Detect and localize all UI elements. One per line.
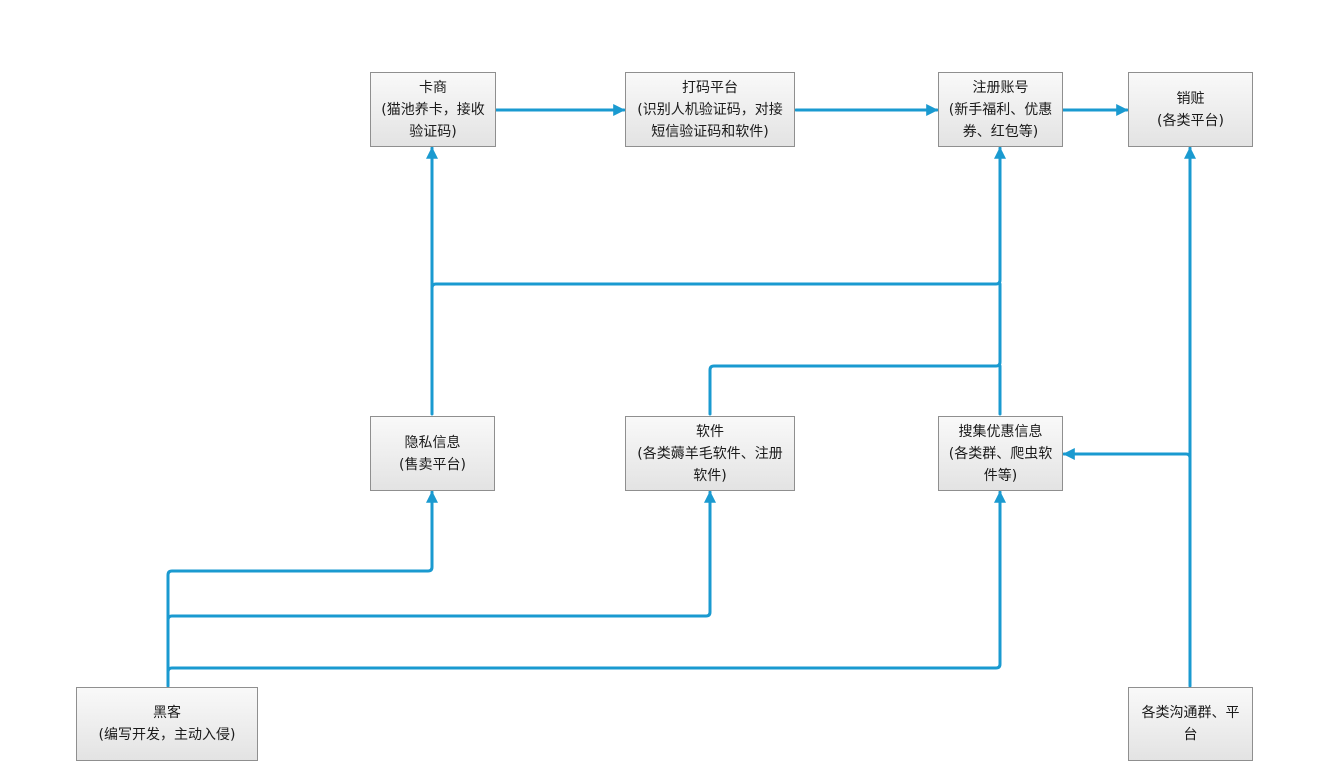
- node-kashang-title: 卡商: [419, 79, 447, 96]
- node-goutong-title: 各类沟通群、平台: [1141, 705, 1240, 743]
- edge-goutong-to-soujie: [1062, 448, 1192, 460]
- node-yinsi: 隐私信息 (售卖平台): [370, 416, 495, 491]
- edge-heike-to-yinsi: [166, 490, 438, 688]
- node-dama-title: 打码平台: [682, 79, 738, 96]
- node-soujie-subtitle: (各类群、爬虫软件等): [948, 445, 1053, 484]
- node-heike-title: 黑客: [153, 705, 181, 721]
- node-kashang-subtitle: (猫池养卡，接收验证码): [381, 101, 485, 140]
- node-heike: 黑客 (编写开发，主动入侵): [76, 687, 258, 761]
- node-ruanjian: 软件 (各类薅羊毛软件、注册软件): [625, 416, 795, 491]
- node-soujie: 搜集优惠信息 (各类群、爬虫软件等): [938, 416, 1063, 491]
- node-ruanjian-title: 软件: [696, 423, 724, 440]
- node-xiaozang: 销赃 (各类平台): [1128, 72, 1253, 147]
- node-zhuce: 注册账号 (新手福利、优惠券、红包等): [938, 72, 1063, 147]
- node-kashang: 卡商 (猫池养卡，接收验证码): [370, 72, 496, 147]
- node-zhuce-title: 注册账号: [972, 79, 1029, 96]
- node-heike-subtitle: (编写开发，主动入侵): [98, 727, 236, 743]
- edge-heike-to-soujie: [166, 490, 1006, 674]
- edge-ruanjian-to-zhuce: [708, 282, 1002, 416]
- node-yinsi-title: 隐私信息: [404, 434, 461, 451]
- node-xiaozang-subtitle: (各类平台): [1157, 112, 1224, 129]
- edge-yinsi-to-zhuce: [430, 146, 1006, 290]
- node-soujie-title: 搜集优惠信息: [958, 423, 1043, 440]
- node-xiaozang-title: 销赃: [1176, 90, 1205, 107]
- node-goutong: 各类沟通群、平台: [1128, 687, 1253, 761]
- node-dama: 打码平台 (识别人机验证码，对接短信验证码和软件): [625, 72, 795, 147]
- node-zhuce-subtitle: (新手福利、优惠券、红包等): [948, 101, 1053, 140]
- edge-heike-to-ruanjian: [166, 490, 716, 622]
- node-yinsi-subtitle: (售卖平台): [399, 456, 466, 473]
- node-ruanjian-subtitle: (各类薅羊毛软件、注册软件): [637, 445, 783, 484]
- node-dama-subtitle: (识别人机验证码，对接短信验证码和软件): [637, 101, 783, 140]
